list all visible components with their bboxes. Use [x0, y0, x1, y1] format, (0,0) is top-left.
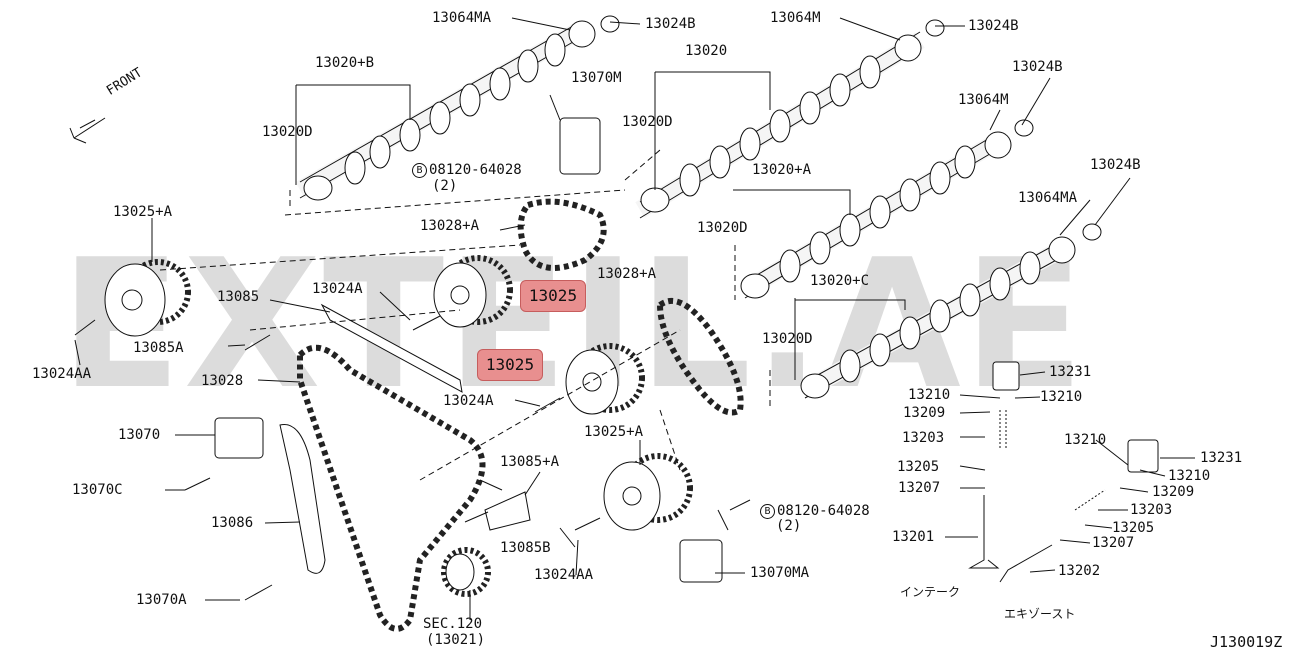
sprocket-13025-lower [565, 343, 645, 415]
label-exhaust: エキゾースト [1004, 607, 1076, 621]
label-13209-1: 13209 [903, 405, 946, 421]
label-13207-2: 13207 [1092, 535, 1135, 551]
label-13028: 13028 [201, 373, 244, 389]
label-13086: 13086 [211, 515, 254, 531]
label-13021: (13021) [426, 632, 486, 648]
label-13028a-lower: 13028+A [597, 266, 657, 282]
label-13203-1: 13203 [902, 430, 945, 446]
camshaft-intake-bank1 [740, 119, 1034, 299]
tensioner-13070ma [679, 539, 723, 583]
label-13020b: 13020+B [315, 55, 375, 71]
secondary-chain-upper [517, 198, 607, 271]
label-sec-120: SEC.120 [423, 616, 483, 632]
label-13024a-upper: 13024A [312, 281, 363, 297]
chain-guide-13085 [320, 303, 463, 393]
bolt-badge: B [412, 163, 427, 178]
label-13025a-lower: 13025+A [584, 424, 644, 440]
sprocket-13025-a-lower [603, 453, 693, 531]
label-13028a-upper: 13028+A [420, 218, 480, 234]
label-13020a: 13020+A [752, 162, 812, 178]
label-13231-2: 13231 [1200, 450, 1243, 466]
label-13070c: 13070C [72, 482, 123, 498]
label-13020d-1: 13020D [262, 124, 313, 140]
label-13020d-4: 13020D [762, 331, 813, 347]
secondary-chain-lower [656, 298, 744, 416]
label-13209-2: 13209 [1152, 484, 1195, 500]
label-13024aa-left: 13024AA [32, 366, 92, 382]
label-13024b-4: 13024B [1090, 157, 1141, 173]
tensioner-13070 [214, 417, 264, 459]
label-qty-top: (2) [432, 178, 458, 194]
slack-guide-13085a [484, 491, 531, 531]
highlight-13025-upper[interactable]: 13025 [520, 280, 586, 312]
sprocket-13025-upper [433, 255, 513, 328]
valve-intake [968, 361, 1020, 569]
leader-lines [74, 17, 1195, 620]
tensioner-arm-13086 [279, 423, 326, 574]
label-13085b: 13085B [500, 540, 551, 556]
label-13020c: 13020+C [810, 273, 870, 289]
label-13064m-top: 13064M [770, 10, 821, 26]
label-13210-4: 13210 [1168, 468, 1211, 484]
camshaft-exhaust-bank1 [800, 223, 1102, 399]
label-13205-1: 13205 [897, 459, 940, 475]
label-13024b-3: 13024B [1012, 59, 1063, 75]
label-13203-2: 13203 [1130, 502, 1173, 518]
label-13207-1: 13207 [898, 480, 941, 496]
label-13064ma-right: 13064MA [1018, 190, 1078, 206]
label-13070m: 13070M [571, 70, 622, 86]
diagram-id: J130019Z [1210, 633, 1283, 651]
sprocket-13025-a-left [104, 259, 191, 337]
label-13201: 13201 [892, 529, 935, 545]
camshaft-intake-bank2 [295, 15, 620, 201]
label-13024a-lower: 13024A [443, 393, 494, 409]
label-13210-2: 13210 [1040, 389, 1083, 405]
primary-chain [297, 344, 486, 632]
label-13085a: 13085A [133, 340, 184, 356]
label-13064ma-top: 13064MA [432, 10, 492, 26]
label-13024aa-lower: 13024AA [534, 567, 594, 583]
dashed-leaders [159, 149, 771, 481]
label-13205-2: 13205 [1112, 520, 1155, 536]
label-qty-bottom: (2) [776, 518, 802, 534]
label-13025a-left: 13025+A [113, 204, 173, 220]
highlight-13025-lower[interactable]: 13025 [477, 349, 543, 381]
crank-sprocket [441, 547, 491, 597]
label-13070ma: 13070MA [750, 565, 810, 581]
label-13202: 13202 [1058, 563, 1101, 579]
valve-exhaust [999, 439, 1159, 583]
tensioner-13070m [559, 117, 601, 175]
label-13020d-3: 13020D [697, 220, 748, 236]
label-13020d-2: 13020D [622, 114, 673, 130]
label-13085a-plus: 13085+A [500, 454, 560, 470]
label-intake: インテーク [900, 585, 961, 599]
label-13020: 13020 [685, 43, 728, 59]
label-13024b-1: 13024B [645, 16, 696, 32]
label-13070: 13070 [118, 427, 161, 443]
label-13064m-right: 13064M [958, 92, 1009, 108]
camshaft-exhaust-bank2 [635, 19, 945, 219]
label-13024b-2: 13024B [968, 18, 1019, 34]
bolt-badge-2: B [760, 504, 775, 519]
label-13210-3: 13210 [1064, 432, 1107, 448]
label-13210-1: 13210 [908, 387, 951, 403]
label-13085: 13085 [217, 289, 260, 305]
bolts [74, 94, 729, 601]
label-13231-1: 13231 [1049, 364, 1092, 380]
label-13070a: 13070A [136, 592, 187, 608]
front-arrow [69, 117, 106, 144]
